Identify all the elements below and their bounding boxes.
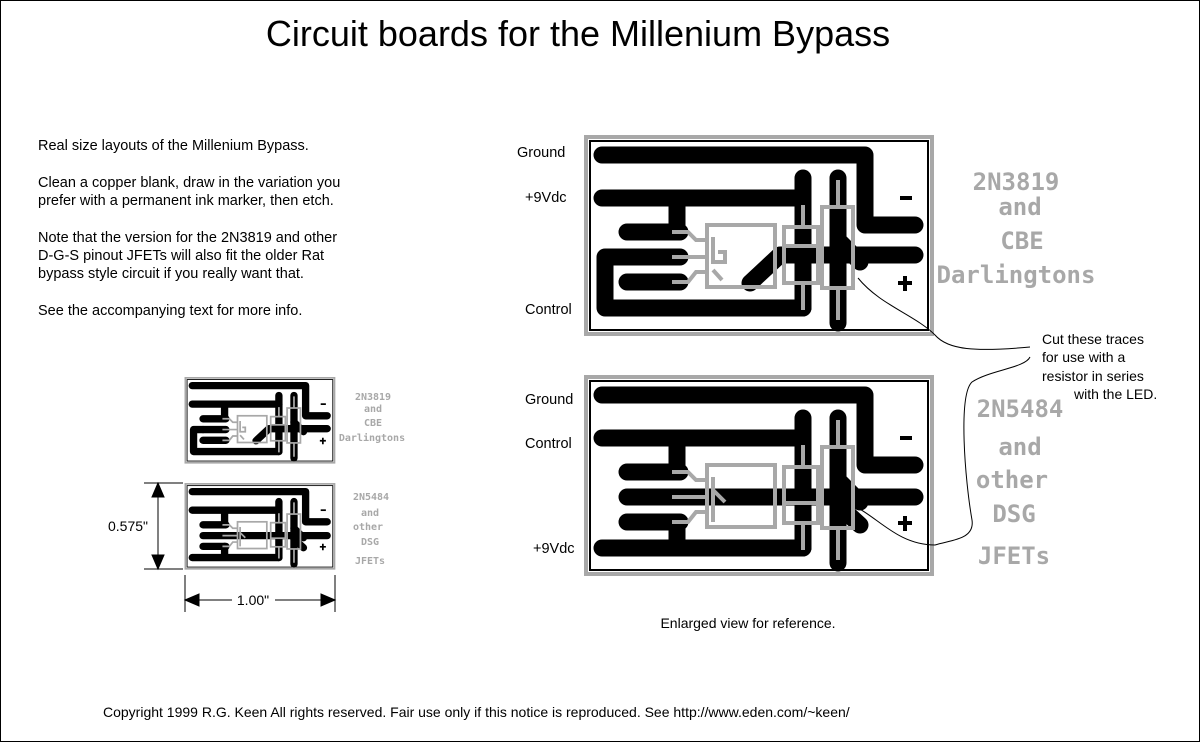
label-ground: Ground bbox=[525, 392, 573, 408]
pcb-layout-2n3819-real-size bbox=[185, 378, 334, 463]
part-text-small: other bbox=[353, 522, 383, 533]
pcb-layout-2n5484-real-size bbox=[185, 484, 334, 569]
part-text-small: Darlingtons bbox=[339, 432, 405, 444]
part-text-small: 2N3819 bbox=[355, 392, 391, 403]
intro-line: See the accompanying text for more info. bbox=[38, 303, 302, 319]
pcb-layout-2n5484-enlarged bbox=[586, 377, 932, 574]
label-ground: Ground bbox=[517, 145, 565, 161]
intro-line: bypass style circuit if you really want … bbox=[38, 266, 304, 282]
intro-text: Real size layouts of the Millenium Bypas… bbox=[38, 138, 340, 319]
part-text-small: and bbox=[361, 508, 379, 519]
part-text: and bbox=[998, 193, 1041, 221]
pointer-line bbox=[857, 356, 1031, 546]
label-9vdc: +9Vdc bbox=[525, 190, 567, 206]
intro-line: prefer with a permanent ink marker, then… bbox=[38, 193, 334, 209]
part-text-small: 2N5484 bbox=[353, 492, 389, 503]
cut-traces-note: Cut these traces for use with a resistor… bbox=[1042, 331, 1157, 402]
intro-line: Real size layouts of the Millenium Bypas… bbox=[38, 138, 309, 154]
part-text: CBE bbox=[1000, 227, 1043, 255]
width-dimension bbox=[183, 575, 337, 612]
note-line: with the LED. bbox=[1073, 386, 1157, 402]
part-text-small: JFETs bbox=[355, 556, 385, 567]
label-control: Control bbox=[525, 302, 572, 318]
width-label: 1.00" bbox=[237, 592, 269, 608]
intro-line: Clean a copper blank, draw in the variat… bbox=[38, 175, 340, 191]
height-dimension bbox=[144, 481, 183, 571]
pointer-line bbox=[857, 277, 1031, 350]
part-text: JFETs bbox=[978, 542, 1050, 570]
part-label-board1: 2N3819 and CBE Darlingtons bbox=[937, 168, 1096, 289]
copyright-notice: Copyright 1999 R.G. Keen All rights rese… bbox=[103, 704, 850, 720]
label-control: Control bbox=[525, 436, 572, 452]
part-label-board2: 2N5484 and other DSG JFETs bbox=[976, 395, 1063, 570]
enlarged-caption: Enlarged view for reference. bbox=[660, 615, 835, 631]
height-label: 0.575" bbox=[108, 518, 148, 534]
intro-line: Note that the version for the 2N3819 and… bbox=[38, 230, 337, 246]
pcb-layout-2n3819-enlarged bbox=[586, 137, 932, 334]
part-text: 2N5484 bbox=[977, 395, 1064, 423]
intro-line: D-G-S pinout JFETs will also fit the old… bbox=[38, 248, 324, 264]
note-line: for use with a bbox=[1042, 349, 1125, 365]
page-title: Circuit boards for the Millenium Bypass bbox=[266, 13, 890, 54]
part-text-small: DSG bbox=[361, 537, 379, 548]
part-text-small: CBE bbox=[364, 418, 382, 429]
note-line: resistor in series bbox=[1042, 368, 1144, 384]
part-text: and bbox=[998, 433, 1041, 461]
part-text-small: and bbox=[364, 404, 382, 415]
part-text: DSG bbox=[992, 500, 1035, 528]
part-text: 2N3819 bbox=[973, 168, 1060, 196]
part-text: other bbox=[976, 466, 1048, 494]
part-text: Darlingtons bbox=[937, 261, 1096, 289]
note-line: Cut these traces bbox=[1042, 331, 1144, 347]
label-9vdc: +9Vdc bbox=[533, 541, 575, 557]
